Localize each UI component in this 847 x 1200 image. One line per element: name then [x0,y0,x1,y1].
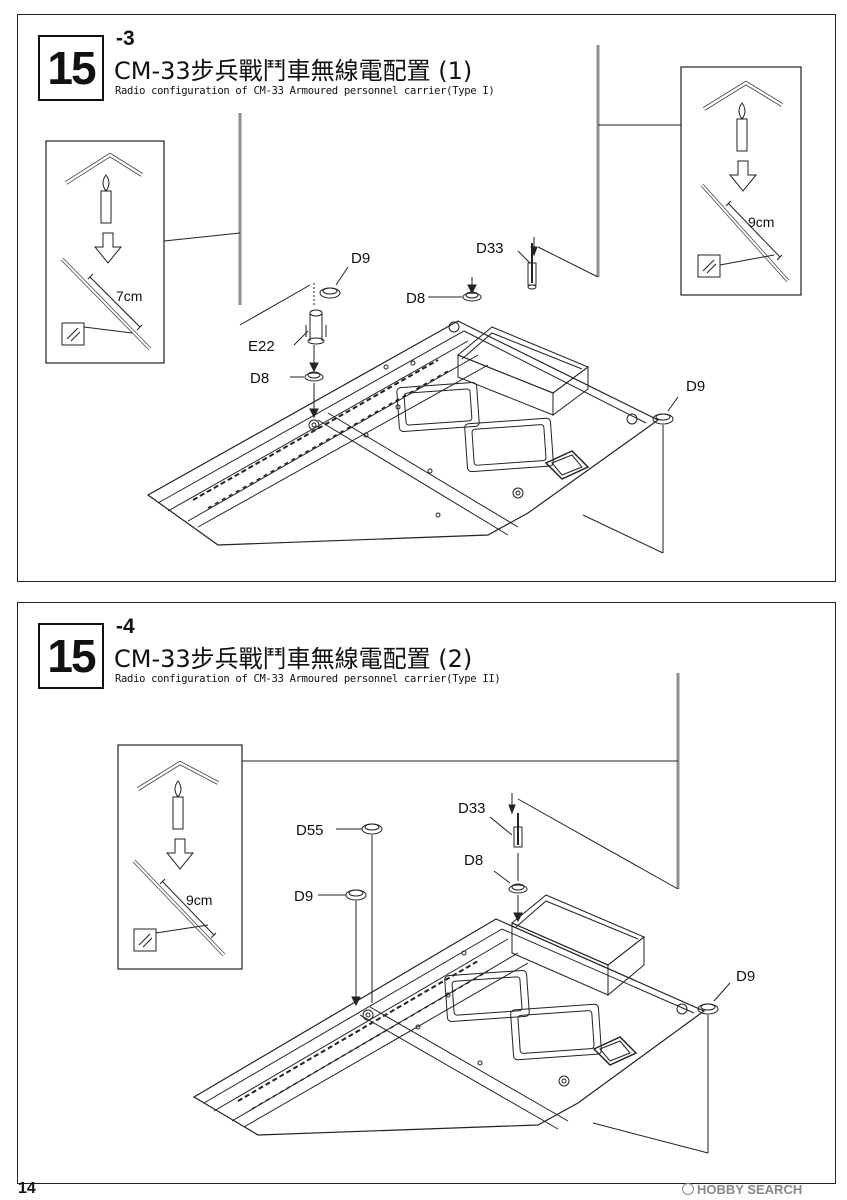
nipper-icon [133,928,157,952]
step-caption: Radio configuration of CM-33 Armoured pe… [115,85,495,97]
part-d55 [361,823,383,835]
part-d8 [508,884,528,894]
watermark-text: HOBBY SEARCH [697,1182,803,1197]
heat-stretch-inset [117,744,243,970]
hatch-left [444,969,530,1023]
hull-plate [146,320,660,546]
page-number: 14 [18,1180,36,1197]
radio-box [457,354,554,416]
heat-stretch-inset-right [680,66,802,296]
step-title: CM-33步兵戰鬥車無線電配置 (1) [114,57,473,85]
assembly-diagram: 9cm D55 D9 D33 D8 D9 [117,673,755,1154]
hatch-right [464,417,554,473]
length-7cm: 7cm [116,288,142,304]
step-15-3-panel: 15 -3 CM-33步兵戰鬥車無線電配置 (1) Radio configur… [17,14,836,582]
label-d9: D9 [351,250,370,267]
step-number: 15 [38,35,104,101]
part-d9 [319,287,341,299]
label-d33: D33 [476,240,504,257]
step-caption: Radio configuration of CM-33 Armoured pe… [115,673,501,685]
step-substep: -4 [116,615,135,638]
assembly-diagram: 7cm 9cm D9 D33 D8 E22 D8 D9 [45,45,802,554]
part-d8 [304,372,324,382]
hatch-left [396,382,480,432]
step-15-4-panel: 15 -4 CM-33步兵戰鬥車無線電配置 (2) Radio configur… [17,602,836,1184]
label-d33: D33 [458,800,486,817]
label-d8: D8 [250,370,269,387]
step-number: 15 [38,623,104,689]
label-d9: D9 [294,888,313,905]
arrow-down-icon [93,232,123,264]
step-substep: -3 [116,27,135,50]
nipper-icon [697,254,721,278]
hatch-right [510,1003,602,1061]
length-9cm: 9cm [748,214,774,230]
arrow-down-icon [728,160,758,192]
part-e22 [309,313,323,341]
part-d9 [345,889,367,901]
candle-icon [172,796,184,830]
candle-icon [100,190,112,224]
label-e22: E22 [248,338,275,355]
heat-stretch-inset-left [45,140,165,364]
label-d9: D9 [686,378,705,395]
nipper-icon [61,322,85,346]
label-d9: D9 [736,968,755,985]
candle-icon [736,118,748,152]
label-d8: D8 [464,852,483,869]
length-9cm: 9cm [186,892,212,908]
label-d8: D8 [406,290,425,307]
hull-plate [192,918,706,1136]
arrow-down-icon [165,838,195,870]
step-title: CM-33步兵戰鬥車無線電配置 (2) [114,645,473,673]
watermark-logo-icon [682,1183,694,1195]
part-d9 [697,1003,719,1015]
watermark: HOBBY SEARCH [682,1182,802,1197]
label-d55: D55 [296,822,324,839]
